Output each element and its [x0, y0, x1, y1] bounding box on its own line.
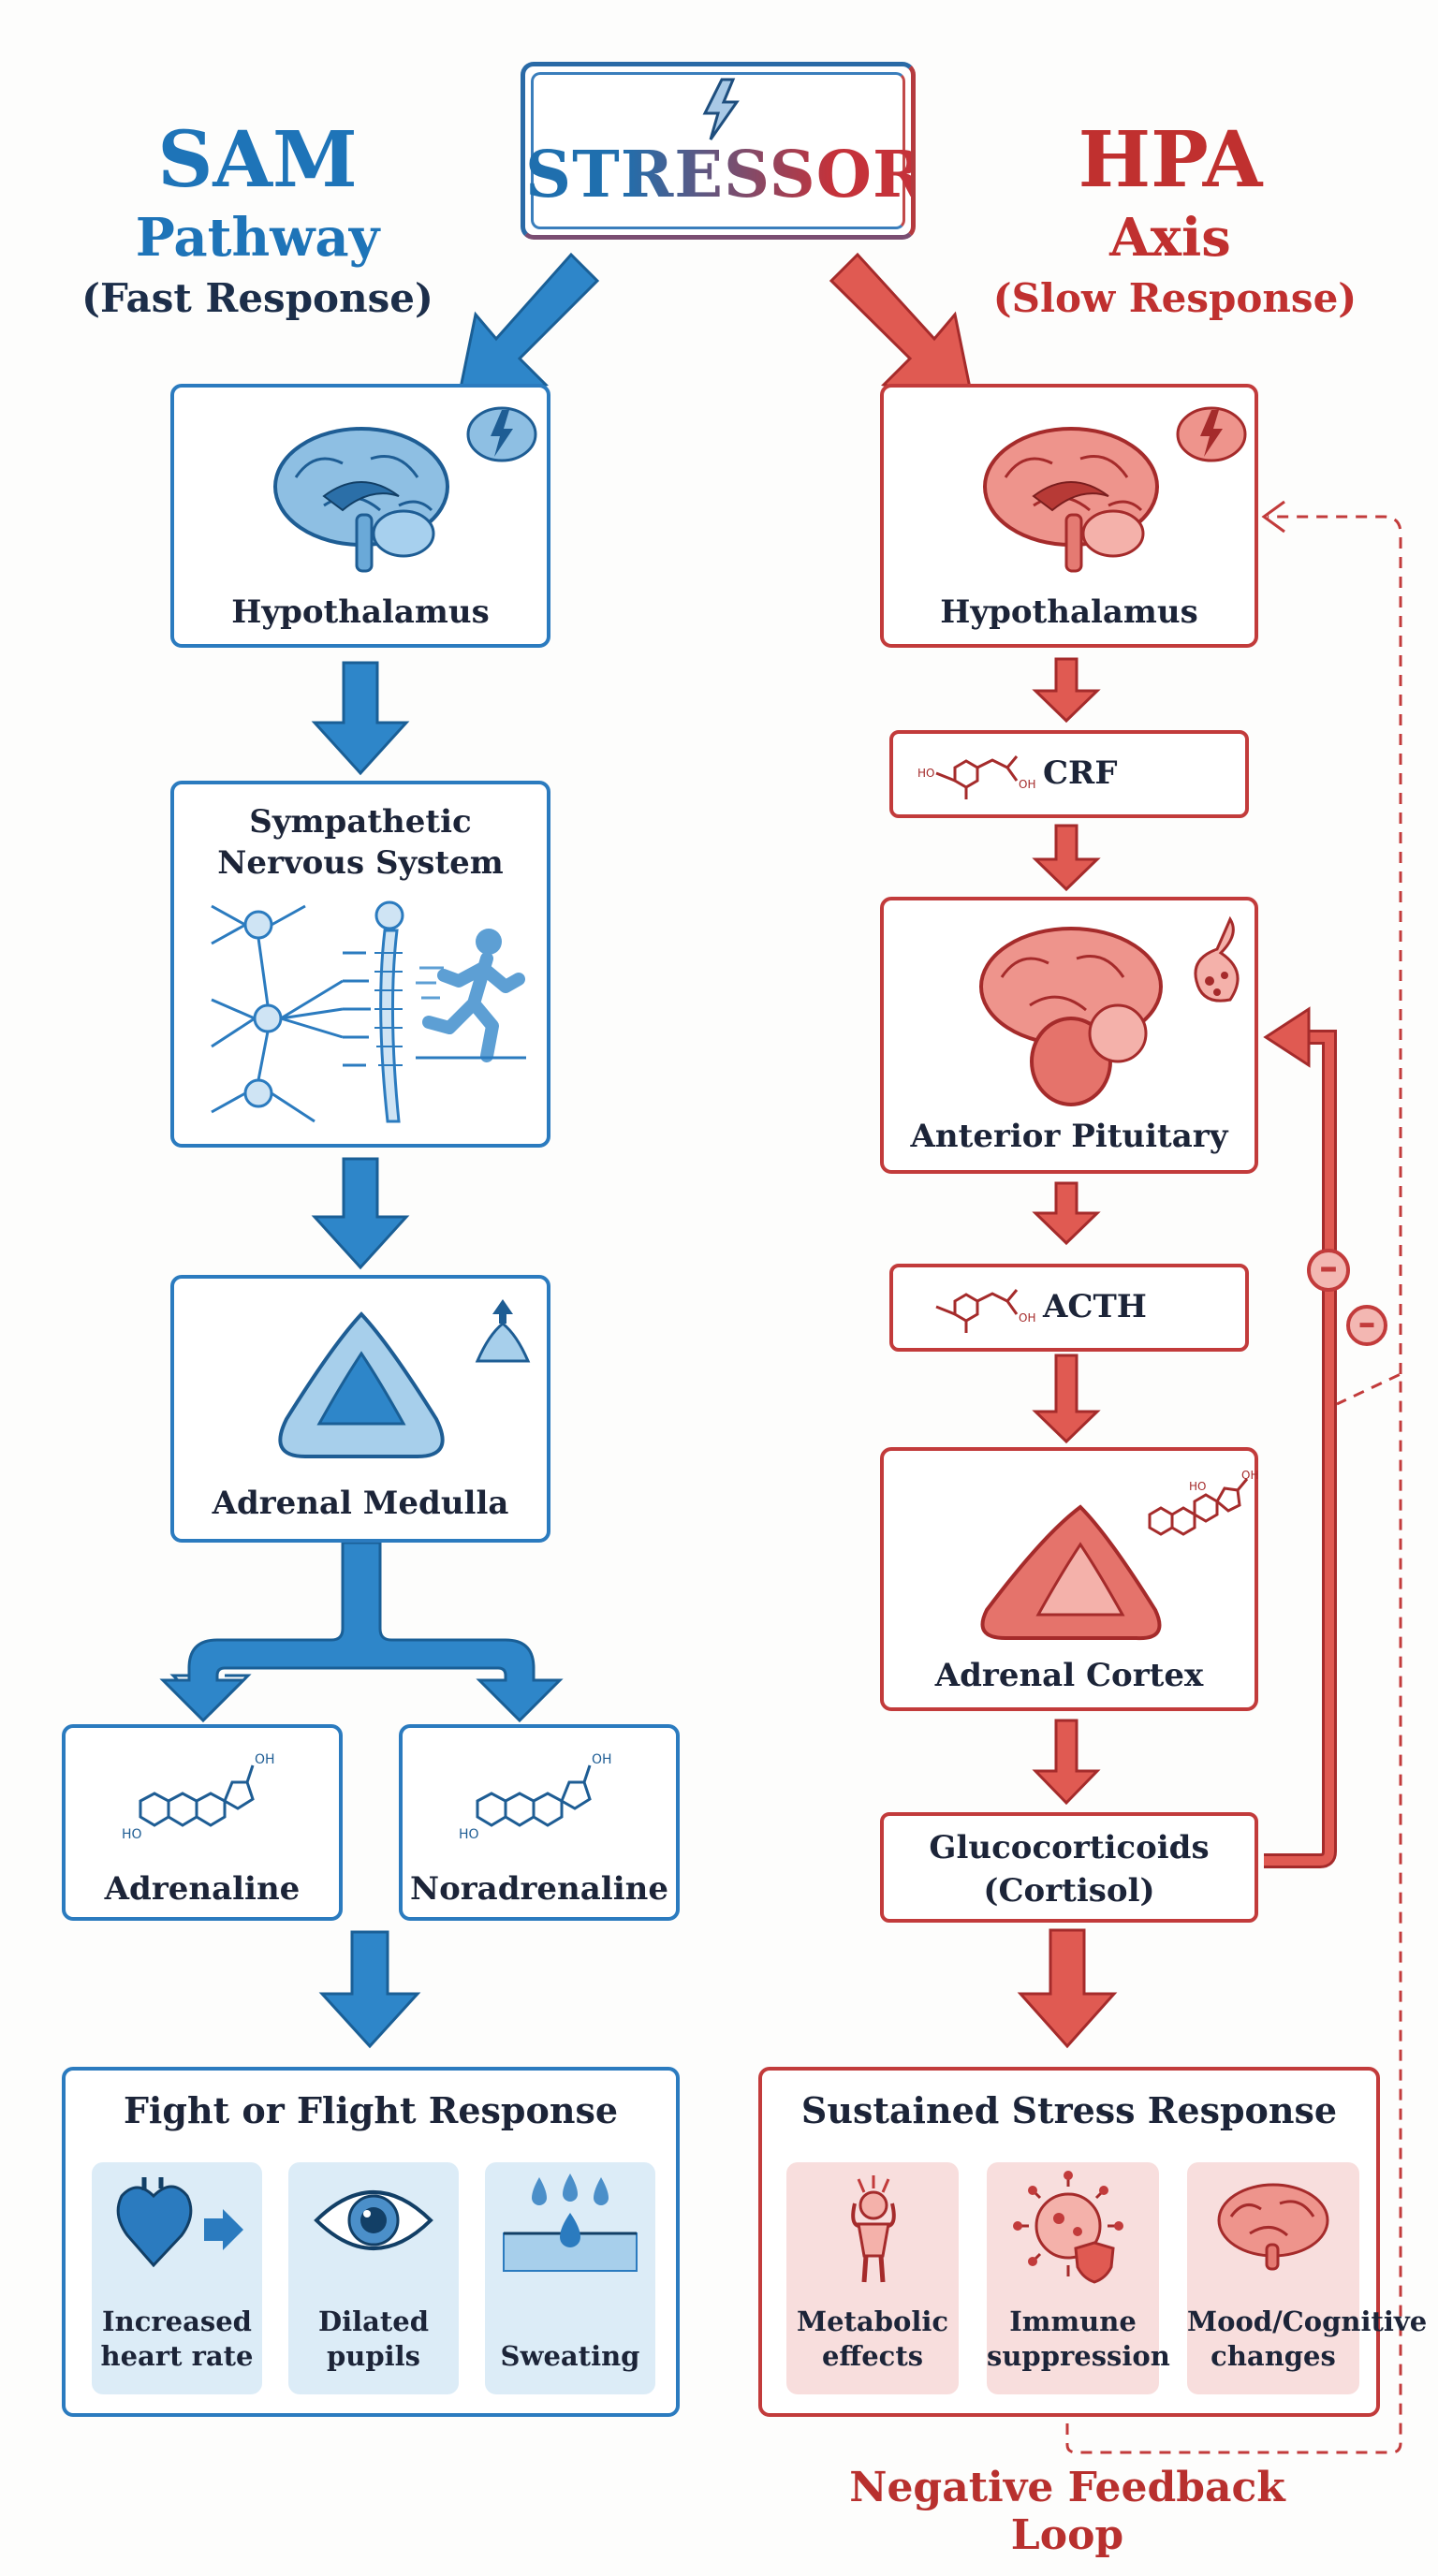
crf-label: CRF [1043, 754, 1118, 792]
arrow-sam-2 [311, 1157, 410, 1270]
eye-icon [314, 2190, 433, 2250]
feedback-dashed-arrowhead [1261, 500, 1285, 534]
inhibit-symbol: – [1357, 1302, 1376, 1343]
molecule-structure-icon: HO OH [917, 755, 1035, 799]
hpa-hypothalamus-box: Hypothalamus [880, 384, 1258, 648]
fight-or-flight-title: Fight or Flight Response [123, 2089, 619, 2131]
inhibit-marker-dashed: – [1346, 1305, 1387, 1346]
effect-label: Sweating [500, 2339, 640, 2372]
brain-icon [273, 427, 449, 573]
adrenal-cortex-label: Adrenal Cortex [934, 1657, 1204, 1694]
arrow-sam-1 [311, 661, 410, 776]
hpa-subtitle: Axis [1109, 207, 1231, 269]
arrow-hpa-6 [1017, 1928, 1118, 2049]
stressor-title: STRESSOR [525, 138, 927, 212]
arrow-hpa-4 [1032, 1354, 1101, 1444]
brain-icon [983, 427, 1159, 573]
molecule-structure-icon: OH HO [122, 1752, 275, 1842]
brain-icon [1217, 2183, 1329, 2271]
cortisol-label: (Cortisol) [983, 1872, 1155, 1910]
glucocorticoids-label: Glucocorticoids [929, 1829, 1210, 1866]
oh-label: OH [1241, 1469, 1258, 1482]
noradrenaline-label: Noradrenaline [410, 1870, 668, 1908]
sweat-drops-icon [503, 2174, 638, 2272]
oh-label: OH [592, 1752, 612, 1767]
virus-shield-icon [1013, 2171, 1123, 2284]
arrow-hpa-3 [1032, 1181, 1101, 1246]
sam-subtitle: Pathway [135, 207, 380, 269]
arrow-hpa-5 [1032, 1719, 1101, 1806]
glucocorticoids-box: Glucocorticoids (Cortisol) [880, 1812, 1258, 1923]
ho-label: HO [459, 1827, 479, 1842]
stressor-box: STRESSOR [521, 62, 927, 240]
acth-label: ACTH [1043, 1288, 1147, 1325]
running-person-icon [416, 929, 526, 1062]
adrenal-medulla-box: Adrenal Medulla [170, 1275, 550, 1543]
crf-box: HO OH CRF [889, 730, 1249, 818]
sympathetic-label-line2: Nervous System [217, 844, 504, 882]
molecule-structure-icon: OH HO [459, 1752, 612, 1842]
neuron-spine-icon [211, 900, 404, 1123]
adrenal-gland-icon [278, 1311, 445, 1458]
brain-lightning-icon [1176, 406, 1247, 462]
ho-label: HO [917, 767, 934, 780]
sustained-stress-title: Sustained Stress Response [800, 2089, 1338, 2131]
inhibit-marker-solid: – [1307, 1249, 1350, 1292]
adrenaline-label: Adrenaline [104, 1870, 301, 1908]
feedback-arrow-dashed [1065, 515, 1402, 2454]
sympathetic-nervous-system-box: Sympathetic Nervous System [170, 781, 550, 1148]
steroid-molecule-icon: OH HO [1148, 1469, 1258, 1536]
acth-box: OH ACTH [889, 1264, 1249, 1352]
stressed-person-icon [851, 2175, 896, 2283]
sympathetic-label-line1: Sympathetic [249, 803, 472, 841]
adrenal-medulla-label: Adrenal Medulla [212, 1485, 509, 1522]
ho-label: HO [1189, 1480, 1206, 1493]
oh-label: OH [1019, 778, 1035, 791]
oh-label: OH [1019, 1311, 1035, 1325]
hpa-speed-note: (Slow Response) [992, 275, 1357, 321]
arrow-sam-3 [318, 1930, 421, 2049]
anterior-pituitary-box: Anterior Pituitary [880, 897, 1258, 1174]
molecule-structure-icon: OH [935, 1289, 1035, 1333]
arrow-sam-branch-shape [159, 1541, 564, 1723]
pituitary-brain-icon [979, 927, 1163, 1106]
sam-hypothalamus-box: Hypothalamus [170, 384, 550, 648]
inhibit-symbol: – [1319, 1246, 1338, 1289]
noradrenaline-box: OH HO Noradrenaline [399, 1724, 680, 1921]
arrow-hpa-2 [1032, 824, 1101, 892]
oh-label: OH [255, 1752, 275, 1767]
hpa-hypothalamus-label: Hypothalamus [940, 593, 1198, 631]
arrow-hpa-1 [1032, 657, 1101, 724]
negative-feedback-loop-label: Negative Feedback Loop [849, 2464, 1285, 2559]
anterior-pituitary-label: Anterior Pituitary [910, 1118, 1228, 1155]
ho-label: HO [122, 1827, 142, 1842]
hpa-title: HPA [1078, 115, 1263, 205]
sam-speed-note: (Fast Response) [81, 275, 433, 321]
effect-tile-sweating: Sweating [485, 2162, 655, 2394]
sam-title: SAM [157, 115, 358, 205]
heart-icon [116, 2177, 243, 2268]
pituitary-gland-icon [1194, 915, 1240, 1003]
feedback-arrow-solid [1263, 1006, 1337, 1868]
adrenaline-box: OH HO Adrenaline [62, 1724, 343, 1921]
adrenal-gland-icon [980, 1504, 1162, 1641]
increase-arrow-gland-icon [475, 1299, 531, 1363]
brain-lightning-icon [466, 406, 537, 462]
lightning-icon [702, 78, 740, 140]
adrenal-cortex-box: OH HO Adrenal Cortex [880, 1447, 1258, 1711]
sam-hypothalamus-label: Hypothalamus [231, 593, 490, 631]
